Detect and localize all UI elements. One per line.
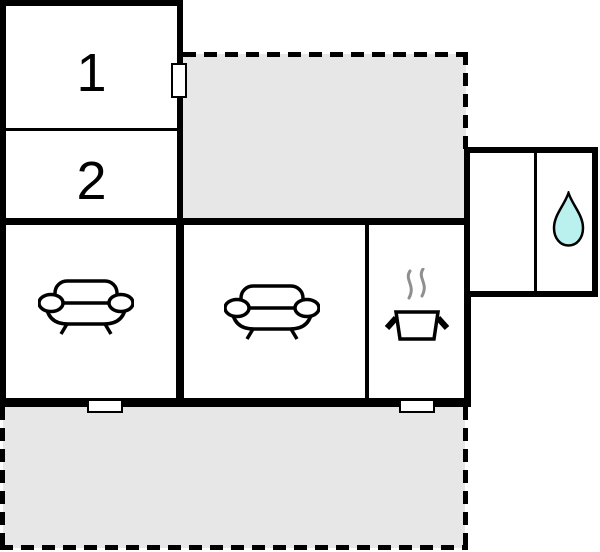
terrace-bottom-dashed-edge-bottom xyxy=(0,545,468,550)
window-room1 xyxy=(171,63,187,98)
wall-divider-living-rooms xyxy=(176,218,184,407)
room-1-label: 1 xyxy=(76,43,107,103)
terrace-bottom-dashed-edge-left xyxy=(0,407,5,547)
terrace-top-dashed-edge-top xyxy=(183,52,468,57)
wall-outer-top xyxy=(0,0,183,6)
cooking-pot-icon xyxy=(384,268,450,341)
water-drop-icon xyxy=(552,191,585,247)
terrace-top xyxy=(183,54,466,220)
wall-horizontal-middle xyxy=(0,218,468,225)
steam-icon xyxy=(419,268,426,298)
wall-outer-bottom xyxy=(0,398,468,407)
wall-bathroom-divider xyxy=(534,153,537,291)
terrace-bottom xyxy=(3,405,465,548)
wall-right-of-rooms-1-2 xyxy=(177,0,183,222)
terrace-bottom-dashed-edge-right xyxy=(463,407,468,547)
wall-divider-kitchen xyxy=(365,225,369,398)
wall-divider-room1-room2 xyxy=(0,128,180,131)
sofa-icon xyxy=(224,284,320,340)
steam-icon xyxy=(406,269,413,300)
window-kitchen xyxy=(399,399,435,413)
wall-outer-left xyxy=(0,0,6,407)
window-living-left xyxy=(87,399,123,413)
room-2-label: 2 xyxy=(76,150,107,211)
sofa-icon xyxy=(38,279,134,335)
terrace-top-dashed-edge-right xyxy=(463,52,468,149)
